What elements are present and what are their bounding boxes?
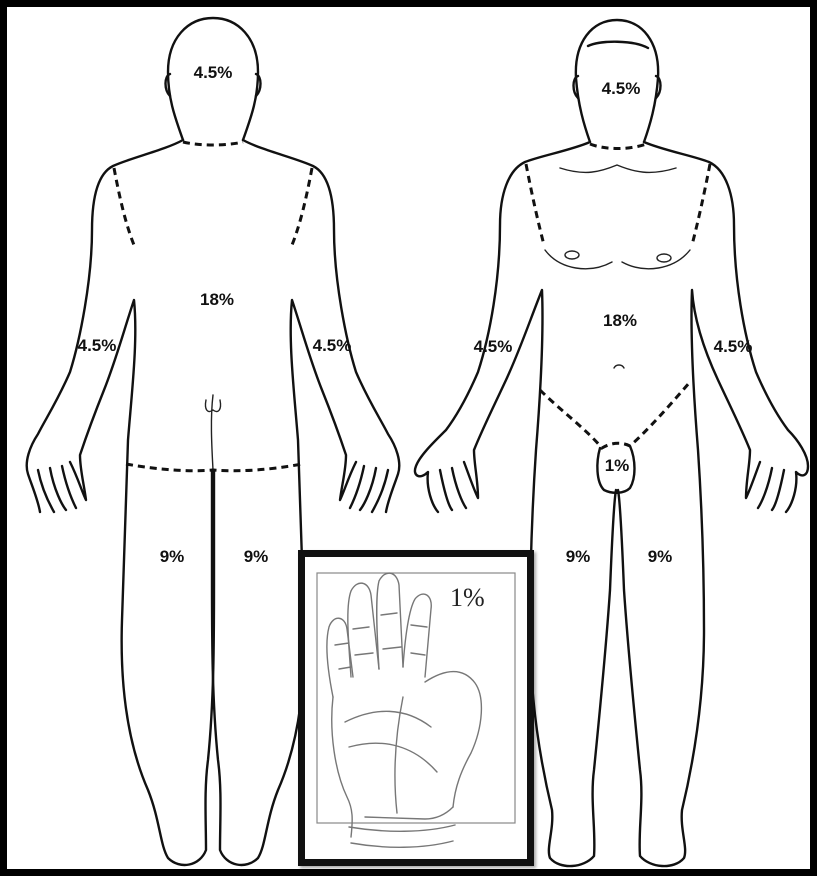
hand-icon [327,573,481,847]
front-right-arm-pct: 4.5% [474,337,513,357]
back-left-arm-pct: 4.5% [313,336,352,356]
back-body-left [27,140,214,865]
back-right-arm-pct: 4.5% [78,336,117,356]
back-head-pct: 4.5% [194,63,233,83]
front-head-pct: 4.5% [602,79,641,99]
palm-inset: 1% [298,550,534,866]
front-left-arm-pct: 4.5% [714,337,753,357]
palm-drawing [305,557,527,859]
back-trunk-pct: 18% [200,290,234,310]
back-right-leg-pct: 9% [160,547,185,567]
back-left-leg-pct: 9% [244,547,269,567]
front-trunk-pct: 18% [603,311,637,331]
palm-guide-box [317,573,515,823]
front-body-right [618,142,808,866]
front-left-leg-pct: 9% [648,547,673,567]
front-genitalia-pct: 1% [605,456,630,476]
front-right-leg-pct: 9% [566,547,591,567]
palm-pct: 1% [450,583,485,613]
